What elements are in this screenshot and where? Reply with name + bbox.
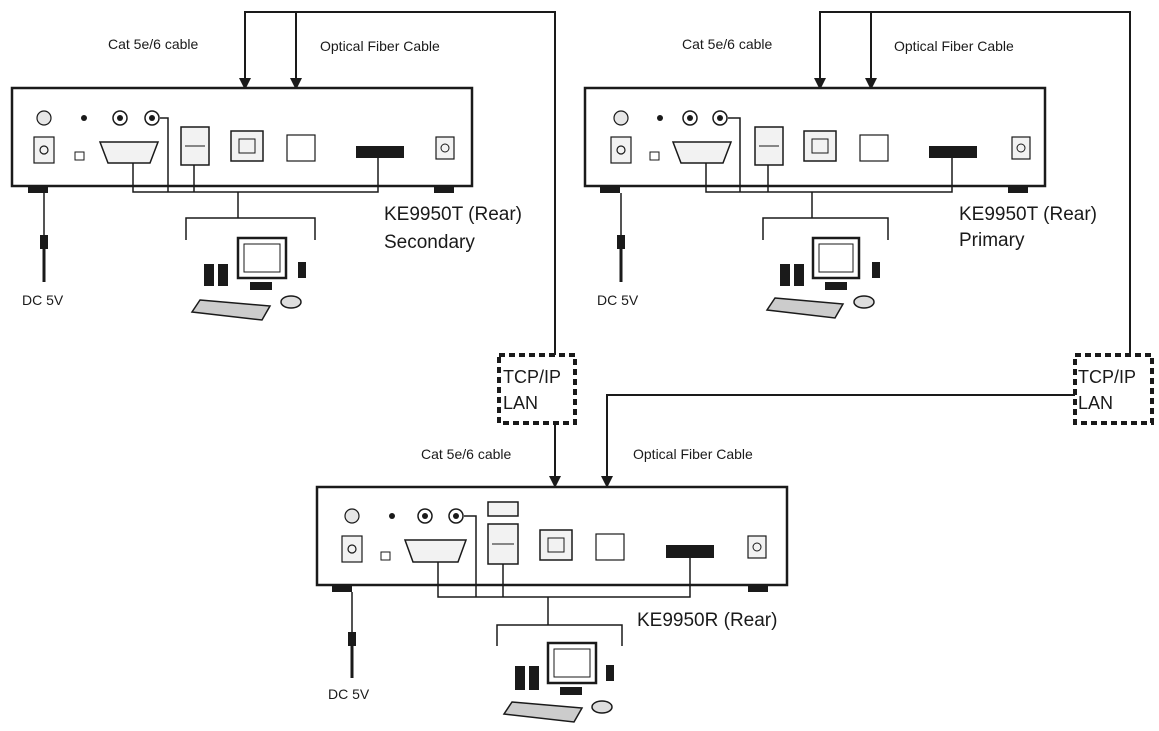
indicator-dot [389, 513, 395, 519]
speakers-icon [515, 666, 525, 690]
lan-label-left-line1: TCP/IP [503, 367, 562, 387]
dc-jack-icon [33, 136, 55, 164]
dip-switch-icon [74, 151, 85, 161]
mouse-icon [853, 295, 875, 309]
power-label-receiver: DC 5V [328, 686, 370, 702]
arrow-secondary-cat [239, 78, 251, 90]
cable-routing [239, 11, 1131, 488]
serial-port-icon [671, 141, 733, 164]
serial-port-icon [98, 141, 160, 164]
dc-jack-right-icon [435, 136, 455, 160]
arrow-receiver-fiber [601, 476, 613, 488]
mouse-icon [591, 700, 613, 714]
indicator-dot [81, 115, 87, 121]
cable-label-cat-secondary: Cat 5e/6 cable [108, 36, 199, 52]
dip-switch-icon [380, 551, 391, 561]
speakers-icon [780, 264, 790, 286]
lan-box-left [497, 353, 577, 425]
usb-single-port-icon [487, 501, 519, 517]
power-label-primary: DC 5V [597, 292, 639, 308]
lan-label-right-line2: LAN [1078, 393, 1114, 413]
arrow-primary-cat [814, 78, 826, 90]
cable-secondary-to-lan [244, 11, 556, 355]
keyboard-icon [765, 297, 845, 319]
ethernet-port-icon [803, 130, 837, 162]
dc-jack-right-icon [1011, 136, 1031, 160]
fiber-port-icon [595, 533, 625, 561]
workstation-icon [765, 236, 880, 319]
mouse-icon [280, 295, 302, 309]
audio-jack-icon [112, 110, 128, 126]
displayport-icon [356, 146, 404, 158]
power-led-icon [613, 110, 629, 126]
cable-label-fiber-primary: Optical Fiber Cable [894, 38, 1014, 54]
power-label-secondary: DC 5V [22, 292, 64, 308]
audio-jack-icon [682, 110, 698, 126]
ethernet-port-icon [230, 130, 264, 162]
lan-box-right [1073, 353, 1154, 425]
lan-label-right-line1: TCP/IP [1078, 367, 1137, 387]
displayport-icon [929, 146, 977, 158]
device-role-primary: Primary [959, 230, 1025, 251]
device-model-receiver: KE9950R (Rear) [637, 610, 778, 631]
device-primary [583, 86, 1047, 319]
device-model-secondary: KE9950T (Rear) [384, 204, 522, 225]
speakers-icon [204, 264, 214, 286]
device-model-primary: KE9950T (Rear) [959, 204, 1097, 225]
device-receiver [315, 485, 789, 723]
dc-jack-right-icon [747, 535, 767, 559]
audio-jack-icon [448, 508, 464, 524]
cable-primary-to-lan [819, 11, 1131, 355]
fiber-port-icon [859, 134, 889, 162]
power-led-icon [344, 508, 360, 524]
arrow-primary-fiber [865, 78, 877, 90]
dc-jack-icon [341, 535, 363, 563]
device-role-secondary: Secondary [384, 232, 475, 253]
serial-port-icon [403, 539, 468, 563]
arrow-receiver-cat [549, 476, 561, 488]
usb-plug-icon [872, 262, 880, 278]
indicator-dot [657, 115, 663, 121]
cable-label-cat-receiver: Cat 5e/6 cable [421, 446, 512, 462]
arrow-secondary-fiber [290, 78, 302, 90]
workstation-icon [502, 641, 614, 723]
usb-plug-icon [298, 262, 306, 278]
ethernet-port-icon [539, 529, 573, 561]
lan-label-left-line2: LAN [503, 393, 539, 413]
cable-label-fiber-secondary: Optical Fiber Cable [320, 38, 440, 54]
keyboard-icon [502, 701, 584, 723]
cable-label-cat-primary: Cat 5e/6 cable [682, 36, 773, 52]
power-led-icon [36, 110, 52, 126]
cable-label-fiber-receiver: Optical Fiber Cable [633, 446, 753, 462]
usb-plug-icon [606, 665, 614, 681]
cable-lan-right-to-receiver [606, 394, 1075, 480]
keyboard-icon [190, 299, 272, 321]
displayport-icon [666, 545, 714, 558]
workstation-icon [190, 236, 306, 321]
dc-jack-icon [610, 136, 632, 164]
device-secondary [10, 86, 474, 321]
audio-jack-icon [417, 508, 433, 524]
audio-jack-icon [144, 110, 160, 126]
audio-jack-icon [712, 110, 728, 126]
fiber-port-icon [286, 134, 316, 162]
dip-switch-icon [649, 151, 660, 161]
